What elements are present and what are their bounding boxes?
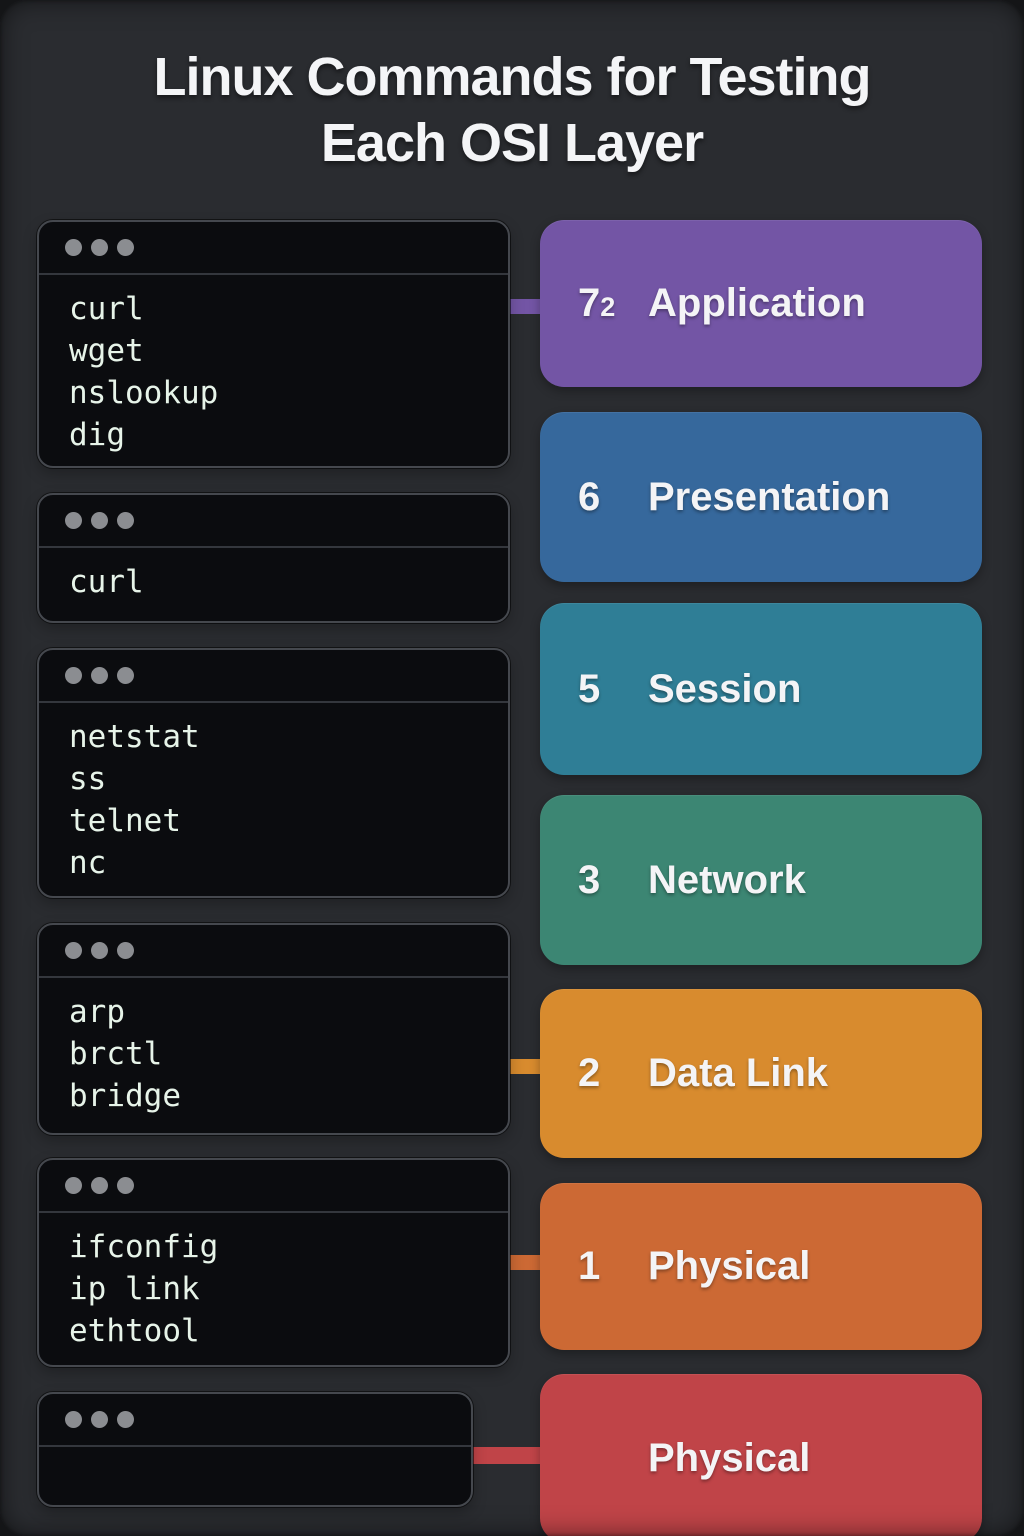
layer-card-presentation: 6 Presentation	[540, 412, 982, 582]
terminal-titlebar	[39, 222, 508, 275]
command-text: ip link	[69, 1271, 200, 1307]
connector-physical-2	[470, 1447, 546, 1464]
command-text: ethtool	[69, 1313, 200, 1349]
window-dot-icon	[65, 512, 82, 529]
window-dot-icon	[65, 667, 82, 684]
window-dot-icon	[91, 239, 108, 256]
layer-label: Session	[648, 666, 802, 711]
page-title-line2: Each OSI Layer	[320, 113, 704, 173]
window-dot-icon	[65, 239, 82, 256]
command-text: ss	[69, 761, 107, 797]
command-text: dig	[69, 417, 125, 453]
terminal-window-presentation: curl	[37, 493, 510, 623]
layer-card-network: 3 Network	[540, 795, 982, 965]
window-dot-icon	[117, 942, 134, 959]
layer-label: Application	[648, 281, 866, 325]
window-dot-icon	[117, 1177, 134, 1194]
command-text: curl	[69, 564, 144, 600]
layer-number: 1	[578, 1244, 601, 1288]
window-dot-icon	[117, 239, 134, 256]
layer-number: 3	[578, 857, 601, 902]
page-title-line1: Linux Commands for Testing	[153, 47, 871, 107]
layer-number: 72	[578, 281, 648, 326]
command-text: nslookup	[69, 375, 219, 411]
terminal-content: ifconfig ip link ethtool	[39, 1213, 508, 1352]
window-dot-icon	[91, 1177, 108, 1194]
command-text: bridge	[69, 1078, 181, 1114]
connector-data-link	[504, 1059, 546, 1074]
layer-label: Network	[648, 857, 806, 902]
window-dot-icon	[65, 942, 82, 959]
terminal-titlebar	[39, 1394, 471, 1447]
page-title: Linux Commands for Testing Each OSI Laye…	[0, 44, 1024, 176]
window-dot-icon	[117, 667, 134, 684]
connector-physical	[504, 1255, 546, 1270]
terminal-content: netstat ss telnet nc	[39, 703, 508, 884]
command-text: telnet	[69, 803, 181, 839]
terminal-window-data-link: arp brctl bridge	[37, 923, 510, 1135]
terminal-window-application: curl wget nslookup dig	[37, 220, 510, 468]
command-text: wget	[69, 333, 144, 369]
layer-label: Presentation	[648, 474, 891, 519]
window-dot-icon	[91, 1411, 108, 1428]
command-text: ifconfig	[69, 1229, 219, 1265]
layer-number-main: 7	[578, 281, 601, 325]
layer-number: 5	[578, 666, 601, 711]
layer-card-physical: 1 Physical	[540, 1183, 982, 1350]
connector-application	[504, 299, 546, 314]
layer-number: 6	[578, 474, 601, 519]
layer-card-physical-2: Physical	[540, 1374, 982, 1536]
command-text: netstat	[69, 719, 200, 755]
terminal-titlebar	[39, 1160, 508, 1213]
command-text: arp	[69, 994, 125, 1030]
window-dot-icon	[117, 512, 134, 529]
terminal-titlebar	[39, 650, 508, 703]
window-dot-icon	[91, 942, 108, 959]
layer-number-small: 2	[600, 292, 616, 322]
terminal-content: arp brctl bridge	[39, 978, 508, 1117]
layer-card-session: 5 Session	[540, 603, 982, 775]
layer-card-application: 72 Application	[540, 220, 982, 387]
window-dot-icon	[65, 1177, 82, 1194]
window-dot-icon	[65, 1411, 82, 1428]
terminal-content: curl	[39, 548, 508, 603]
window-dot-icon	[91, 512, 108, 529]
terminal-window-session: netstat ss telnet nc	[37, 648, 510, 898]
command-text: nc	[69, 845, 107, 881]
layer-label: Physical	[648, 1435, 811, 1480]
terminal-content	[39, 1447, 471, 1460]
terminal-window-physical: ifconfig ip link ethtool	[37, 1158, 510, 1367]
command-text: brctl	[69, 1036, 163, 1072]
layer-number: 2	[578, 1051, 601, 1095]
terminal-content: curl wget nslookup dig	[39, 275, 508, 456]
window-dot-icon	[91, 667, 108, 684]
terminal-titlebar	[39, 495, 508, 548]
terminal-titlebar	[39, 925, 508, 978]
terminal-window-empty	[37, 1392, 473, 1507]
window-dot-icon	[117, 1411, 134, 1428]
layer-label: Data Link	[648, 1051, 829, 1095]
layer-card-data-link: 2 Data Link	[540, 989, 982, 1158]
command-text: curl	[69, 291, 144, 327]
layer-label: Physical	[648, 1244, 811, 1288]
